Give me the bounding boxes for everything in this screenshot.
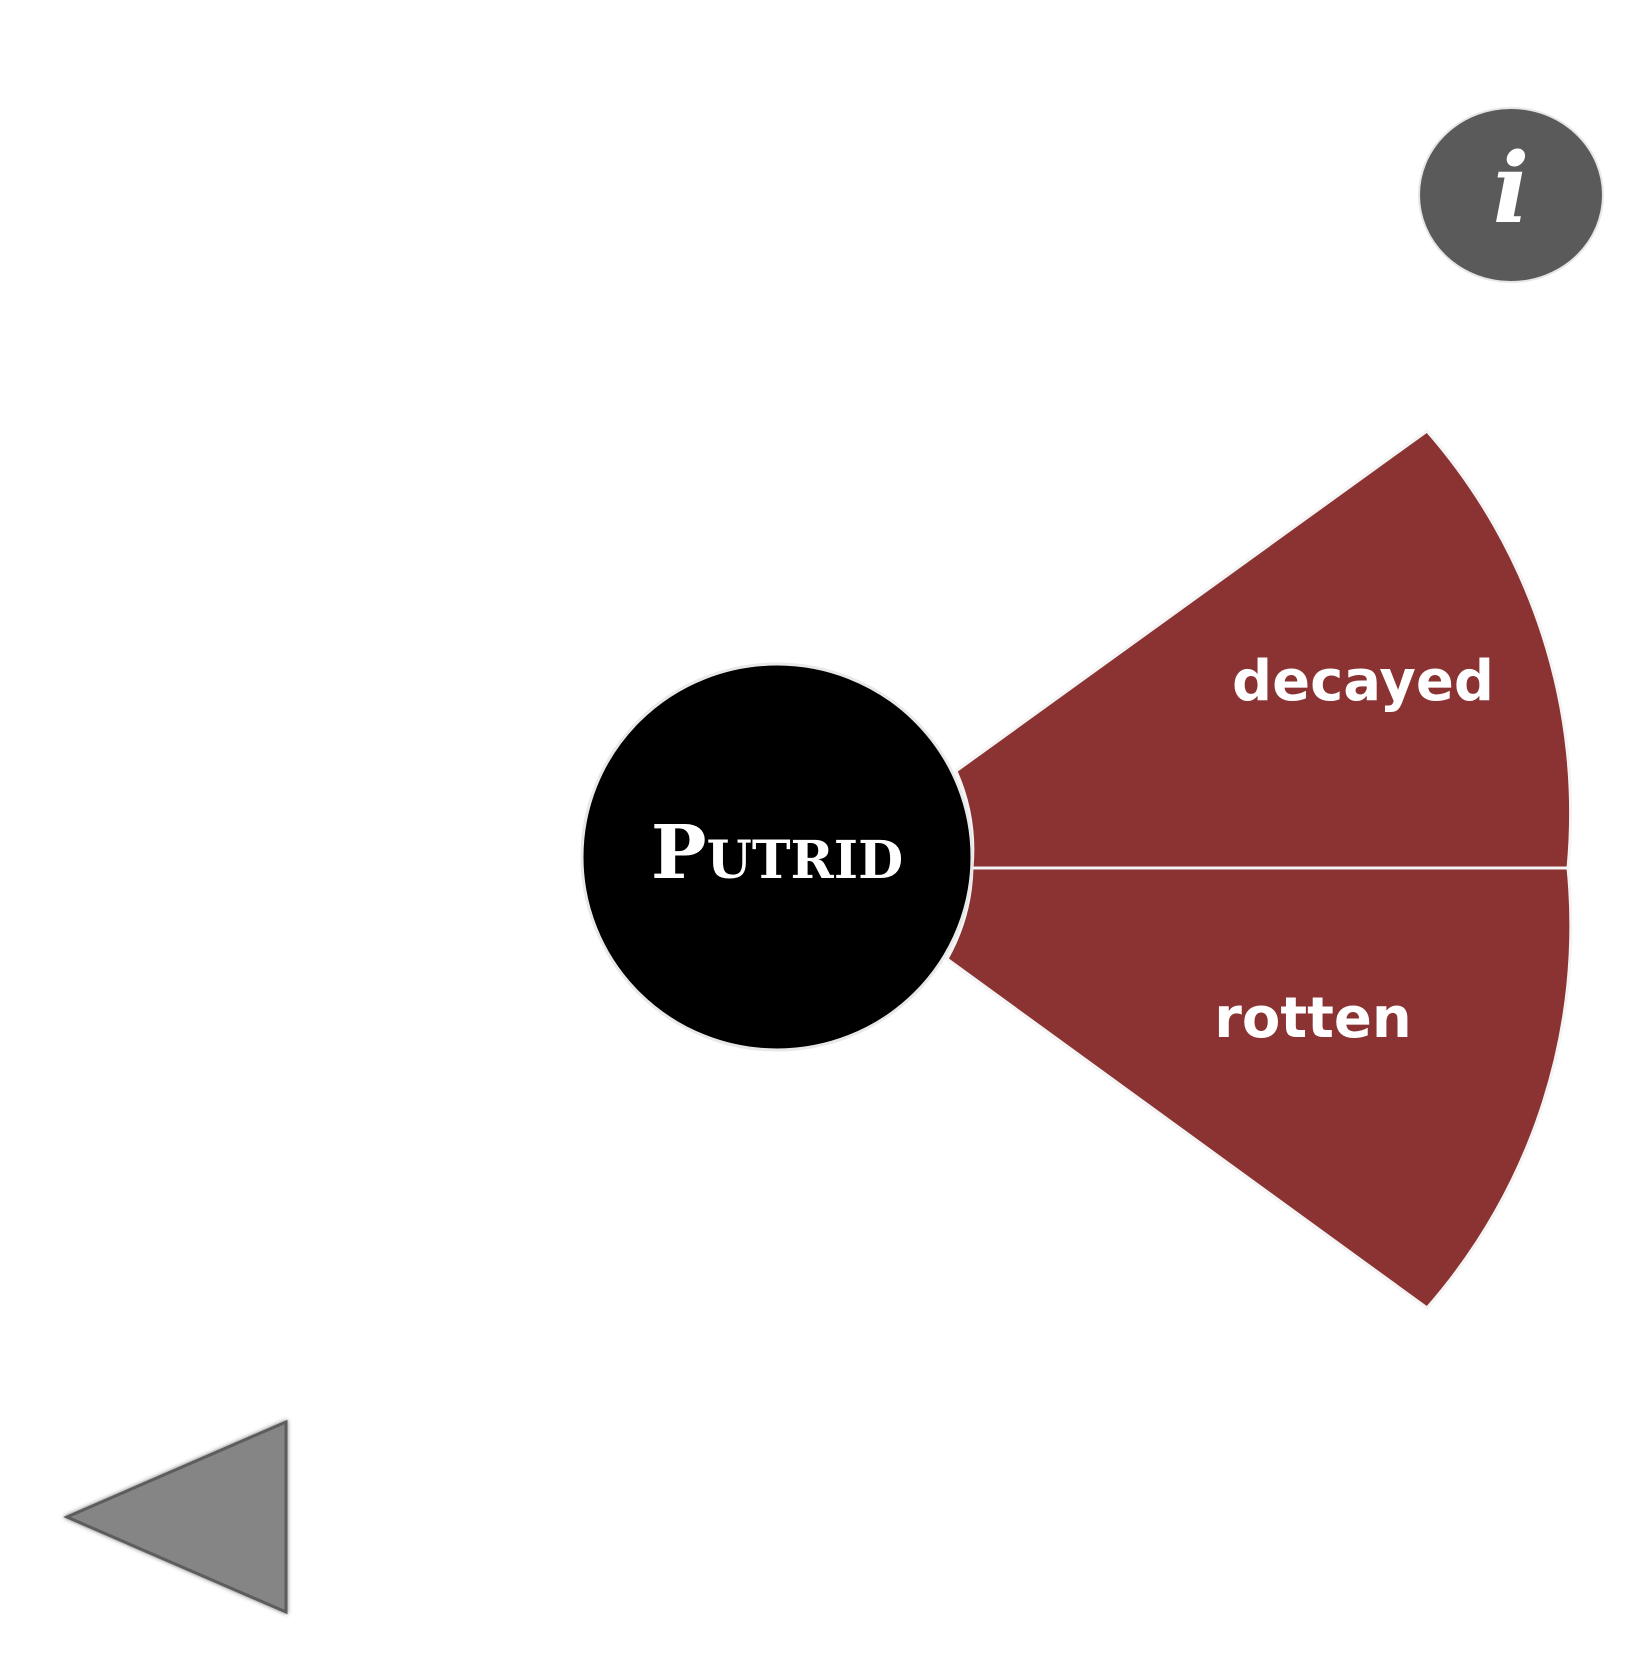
segment-rotten[interactable]: rotten: [945, 866, 1573, 1311]
info-button-circle[interactable]: [1418, 107, 1604, 283]
center-circle: [580, 662, 974, 1052]
triangle-left-icon[interactable]: [63, 1419, 288, 1615]
center-word-node: PUTRID: [580, 662, 974, 1052]
segment-decayed-label: decayed: [1232, 649, 1494, 714]
segment-rotten-shape[interactable]: [945, 866, 1573, 1311]
center-word-rest: UTRID: [706, 830, 903, 891]
info-button[interactable]: i: [1418, 107, 1604, 283]
info-icon: i: [1493, 132, 1529, 245]
center-word-label: PUTRID: [651, 810, 903, 896]
segment-rotten-label: rotten: [1214, 986, 1411, 1051]
segment-decayed-shape[interactable]: [954, 428, 1573, 870]
center-word-initial: P: [651, 810, 707, 896]
back-button[interactable]: [63, 1419, 288, 1615]
segment-decayed[interactable]: decayed: [954, 428, 1573, 870]
